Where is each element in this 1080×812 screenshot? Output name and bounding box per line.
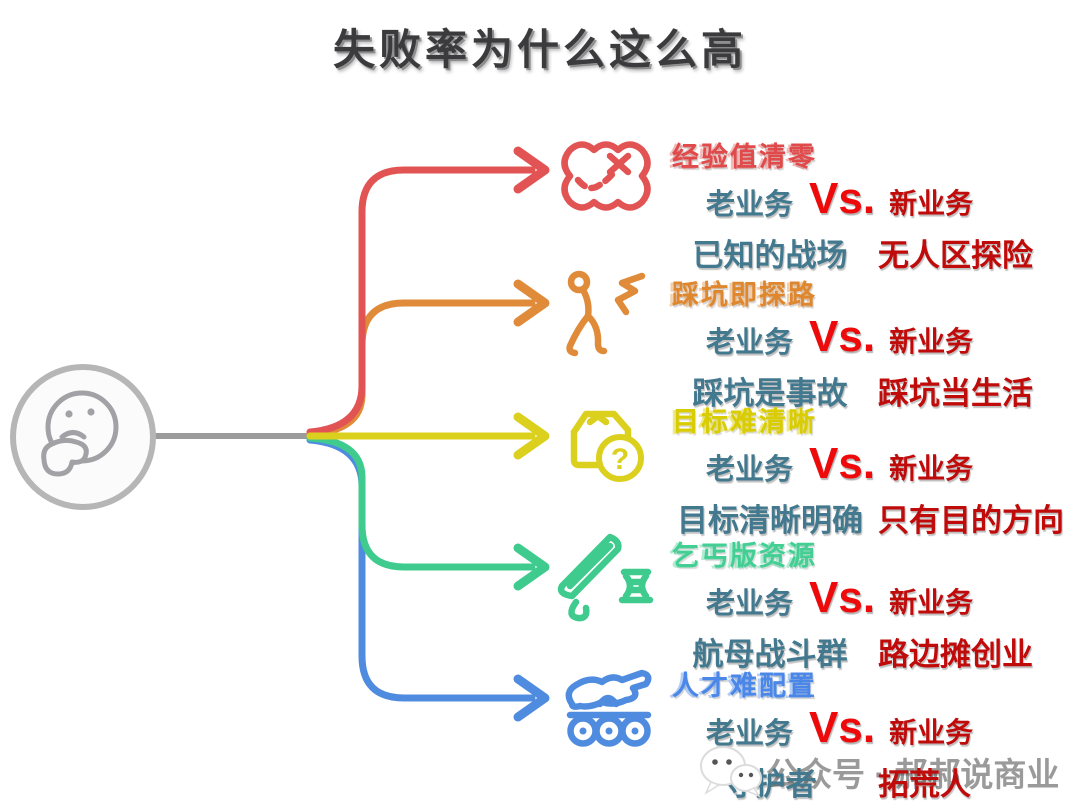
old-business-label: 老业务 [706, 189, 794, 221]
watermark-text: 公众号 · 郝郝说商业 [766, 756, 1060, 793]
new-business-label: 新业务 [889, 453, 974, 484]
vs-label: Vs. [809, 573, 876, 622]
svg-text:?: ? [611, 443, 629, 476]
old-business-label: 老业务 [706, 718, 794, 750]
wechat-icon [698, 744, 764, 800]
branch-row-resources: 乞丐版资源 老业务 Vs. 新业务 航母战斗群 路边摊创业 [672, 539, 1072, 674]
old-point: 已知的战场 [692, 238, 848, 273]
new-business-label: 新业务 [889, 717, 974, 748]
new-business-label: 新业务 [889, 587, 974, 618]
comparison-line: 踩坑是事故 踩坑当生活 [672, 368, 1072, 413]
branch-row-pitfalls: 踩坑即探路 老业务 Vs. 新业务 踩坑是事故 踩坑当生活 [672, 278, 1072, 413]
branch-heading: 乞丐版资源 [672, 541, 817, 571]
old-point: 踩坑是事故 [692, 376, 848, 411]
vs-label: Vs. [809, 439, 876, 488]
old-business-label: 老业务 [706, 588, 794, 620]
vs-line: 老业务 Vs. 新业务 [706, 312, 1072, 366]
vs-label: Vs. [809, 174, 876, 223]
branch-row-talent: 人才难配置 老业务 Vs. 新业务 守护者 拓荒人 [672, 669, 1072, 804]
comparison-line: 已知的战场 无人区探险 [672, 230, 1072, 275]
rover-icon [556, 658, 661, 753]
comparison-line: 航母战斗群 路边摊创业 [672, 629, 1072, 674]
new-point: 只有目的方向 [878, 503, 1064, 538]
branch-row-experience: 经验值清零 老业务 Vs. 新业务 已知的战场 无人区探险 [672, 140, 1072, 275]
branch-heading: 目标难清晰 [672, 407, 817, 437]
old-point: 航母战斗群 [692, 637, 848, 672]
new-point: 无人区探险 [878, 238, 1033, 273]
old-business-label: 老业务 [706, 327, 794, 359]
vs-line: 老业务 Vs. 新业务 [706, 439, 1072, 493]
branch-row-goals: 目标难清晰 老业务 Vs. 新业务 目标清晰明确 只有目的方向 [672, 405, 1072, 540]
treasure-map-icon [556, 130, 656, 222]
vs-line: 老业务 Vs. 新业务 [706, 573, 1072, 627]
package-question-icon: ? [556, 392, 656, 492]
thinking-face-icon [10, 364, 156, 510]
new-business-label: 新业务 [889, 188, 974, 219]
walking-person-icon [554, 266, 654, 371]
vs-line: 老业务 Vs. 新业务 [706, 174, 1072, 228]
pencil-sharpening-icon [552, 524, 662, 629]
branch-heading: 经验值清零 [672, 142, 817, 172]
branch-heading: 人才难配置 [672, 671, 817, 701]
vs-label: Vs. [809, 312, 876, 361]
new-business-label: 新业务 [889, 326, 974, 357]
vs-line: 老业务 Vs. 新业务 [706, 703, 1072, 757]
branch-heading: 踩坑即探路 [672, 280, 817, 310]
new-point: 踩坑当生活 [878, 376, 1033, 411]
new-point: 路边摊创业 [878, 637, 1033, 672]
comparison-line: 目标清晰明确 只有目的方向 [672, 495, 1072, 540]
old-business-label: 老业务 [706, 454, 794, 486]
page-title: 失败率为什么这么高 [332, 26, 747, 73]
old-point: 目标清晰明确 [677, 503, 863, 538]
new-point: 拓荒人 [878, 767, 971, 802]
vs-label: Vs. [809, 703, 876, 752]
